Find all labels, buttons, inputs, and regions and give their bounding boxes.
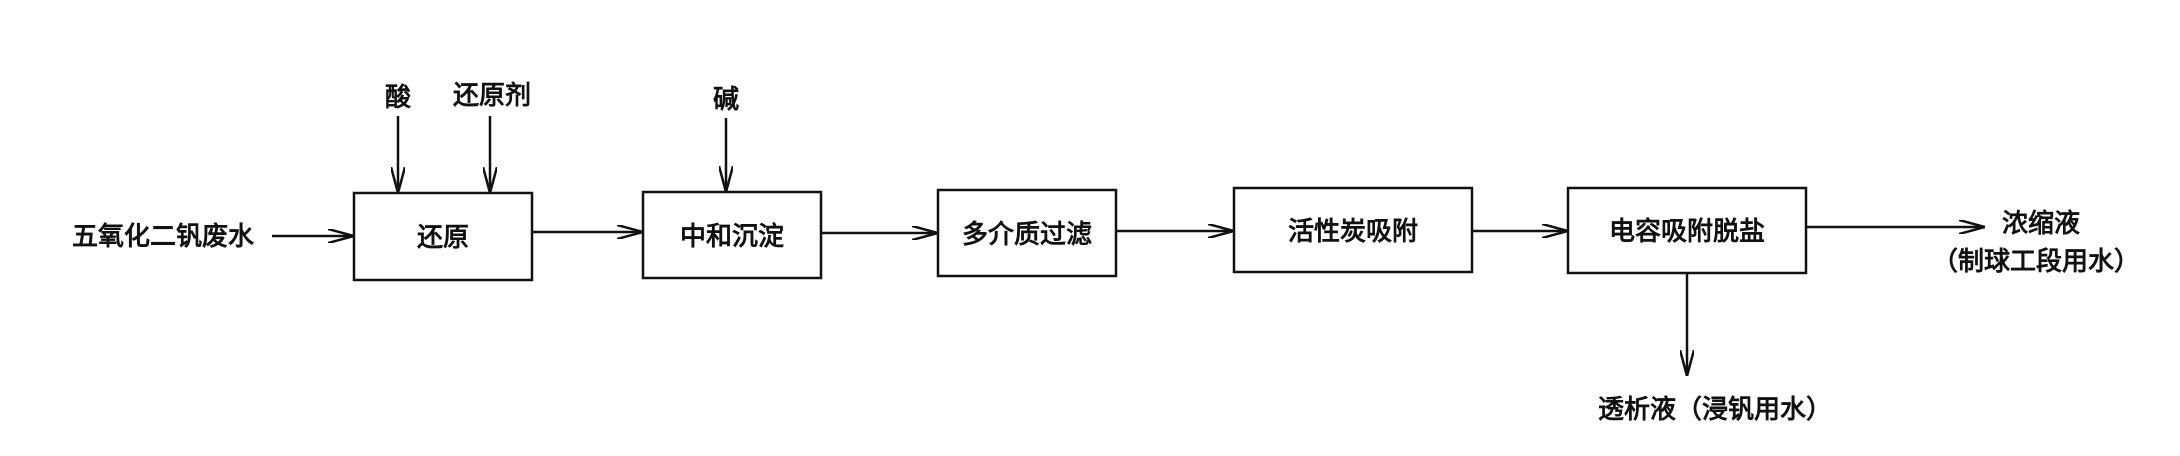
step-box-neutralization: 中和沉淀 — [641, 190, 823, 280]
step-box-reduction: 还原 — [352, 191, 534, 282]
step-label-neutralization: 中和沉淀 — [680, 221, 785, 252]
step-label-desalination: 电容吸附脱盐 — [1609, 216, 1765, 247]
acid-label: 酸 — [385, 83, 412, 113]
concentrate-label: 浓缩液 — [2002, 208, 2080, 239]
step-label-carbon-adsorption: 活性炭吸附 — [1288, 217, 1418, 247]
concentrate-use-label: （制球工段用水） — [1932, 246, 2140, 277]
dialysate-label: 透析液（浸钒用水） — [1598, 395, 1832, 425]
step-label-reduction: 还原 — [417, 223, 469, 253]
source-label: 五氧化二钒废水 — [72, 221, 255, 252]
step-box-desalination: 电容吸附脱盐 — [1566, 186, 1808, 275]
step-label-filtration: 多介质过滤 — [962, 220, 1092, 250]
step-box-carbon-adsorption: 活性炭吸附 — [1232, 186, 1474, 274]
base-label: 碱 — [713, 85, 739, 115]
step-box-filtration: 多介质过滤 — [936, 188, 1118, 278]
reducer-label: 还原剂 — [453, 81, 531, 111]
